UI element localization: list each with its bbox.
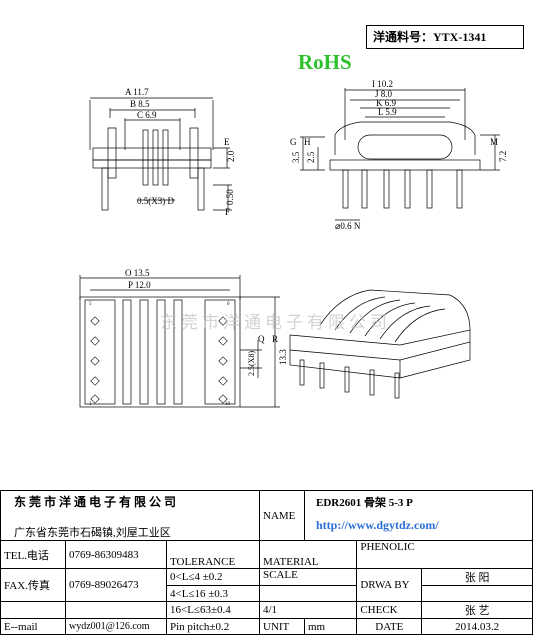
pin-label-10: 10 xyxy=(225,402,231,407)
name-label-cell: NAME xyxy=(259,490,305,541)
dim-h-value: 2.5 xyxy=(306,151,316,163)
fax-spacer-value xyxy=(65,601,167,619)
check-value: 张 艺 xyxy=(421,601,533,619)
tolerance-1: 0<L≤4 ±0.2 xyxy=(166,568,260,586)
company-cell: 东 莞 市 洋 通 电 子 有 限 公 司 广东省东莞市石碣镇,刘屋工业区 xyxy=(0,490,260,541)
drawby-value: 张 阳 xyxy=(421,568,533,586)
check-label: CHECK xyxy=(356,601,423,619)
pin-label-1: 1 xyxy=(89,402,92,407)
dim-r-value: 13.3 xyxy=(278,349,288,365)
title-block: 东 莞 市 洋 通 电 子 有 限 公 司 广东省东莞市石碣镇,刘屋工业区 NA… xyxy=(0,490,533,635)
scale-spacer xyxy=(258,585,358,602)
unit-value: mm xyxy=(303,618,358,635)
pin-label-5: 5 xyxy=(89,302,92,307)
material-value: PHENOLIC xyxy=(356,540,533,569)
dim-r-label: R xyxy=(272,334,278,344)
dim-i: I 10.2 xyxy=(372,79,393,89)
company-name: 东 莞 市 洋 通 电 子 有 限 公 司 xyxy=(14,495,177,509)
company-address: 广东省东莞市石碣镇,刘屋工业区 xyxy=(14,527,171,539)
scale-label: SCALE xyxy=(258,568,358,586)
fax-spacer-label xyxy=(0,601,66,619)
watermark-text: 东莞市洋通电子有限公司 xyxy=(160,313,391,332)
tel-value: 0769-86309483 xyxy=(65,540,167,569)
fax-value: 0769-89026473 xyxy=(65,568,167,602)
drawby-label: DRWA BY xyxy=(356,568,423,602)
product-cell: EDR2601 骨架 5-3 P http://www.dgytdz.com/ xyxy=(304,490,533,541)
name-label: NAME xyxy=(263,509,296,522)
part-number-box: 洋通料号：YTX-1341 xyxy=(366,25,524,49)
material-label: MATERIAL xyxy=(258,540,358,569)
dim-m-label: M xyxy=(490,137,498,147)
tel-label: TEL.电话 xyxy=(0,540,66,569)
date-value: 2014.03.2 xyxy=(421,618,533,635)
dim-b: B 8.5 xyxy=(130,99,150,109)
scale-value: 4/1 xyxy=(258,601,358,619)
product-name: EDR2601 骨架 5-3 P xyxy=(316,497,413,509)
dim-h-label: H xyxy=(304,137,311,147)
fax-label: FAX.传真 xyxy=(0,568,66,602)
email-label: E--mail xyxy=(0,618,66,635)
dim-d: 0.5(X3) D xyxy=(137,196,174,206)
dim-p: P 12.0 xyxy=(128,280,151,290)
dim-g-label: G xyxy=(290,137,297,147)
tolerance-3: 16<L≤63±0.4 xyxy=(166,601,260,619)
email-value[interactable]: wydz001@126.com xyxy=(65,618,167,635)
dim-e-label: E xyxy=(224,137,230,147)
technical-drawing: A 11.7 B 8.5 C 6.9 E 2.0 0.50 F 0.5(X3) … xyxy=(79,79,508,408)
dim-q-label: Q xyxy=(258,334,265,344)
dim-q-value: 2.5(X8) xyxy=(247,351,256,376)
tolerance-2: 4<L≤16 ±0.3 xyxy=(166,585,260,602)
date-label: DATE xyxy=(356,618,423,635)
dim-f-value: 0.50 xyxy=(225,189,235,205)
drawby-spacer xyxy=(421,585,533,602)
pin-label-6: 6 xyxy=(227,302,230,307)
dim-l: L 5.9 xyxy=(378,107,397,117)
dim-k: K 6.9 xyxy=(376,98,396,108)
isometric-view xyxy=(289,289,471,399)
tolerance-4: Pin pitch±0.2 xyxy=(166,618,260,635)
dim-o: O 13.5 xyxy=(125,268,150,278)
rohs-mark: RoHS xyxy=(298,50,352,74)
dim-m-value: 7.2 xyxy=(498,151,508,162)
tolerance-label: TOLERANCE xyxy=(166,540,260,569)
dim-g-value: 3.5 xyxy=(291,151,301,163)
dim-j: J 8.0 xyxy=(375,89,393,99)
front-view xyxy=(89,97,232,211)
unit-label: UNIT xyxy=(259,618,305,635)
dim-n: ⌀0.6 N xyxy=(335,221,361,231)
top-view xyxy=(79,275,280,408)
website-link[interactable]: http://www.dgytdz.com/ xyxy=(316,518,439,532)
dim-e-value: 2.0 xyxy=(226,150,236,162)
dim-f-label: F xyxy=(225,207,230,217)
dim-c: C 6.9 xyxy=(137,110,157,120)
dim-a: A 11.7 xyxy=(125,87,149,97)
side-view xyxy=(300,88,500,221)
